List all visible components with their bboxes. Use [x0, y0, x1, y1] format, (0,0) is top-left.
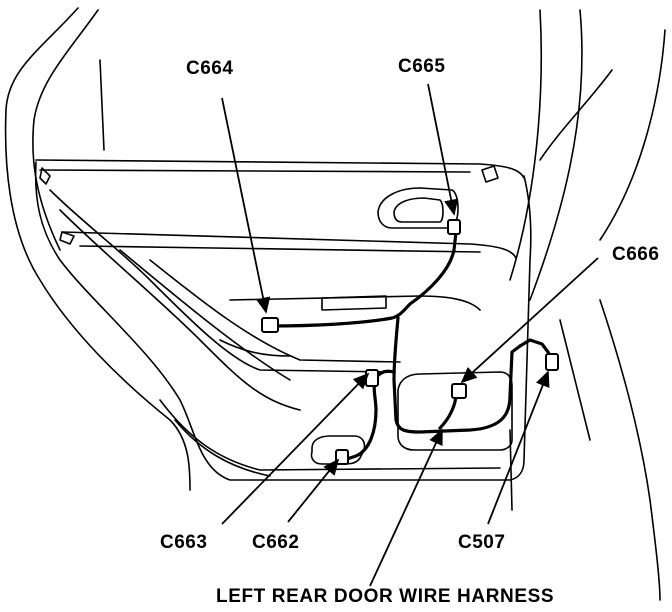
- leader-c663: [221, 372, 370, 525]
- label-c666: C666: [612, 244, 660, 265]
- label-c663: C663: [160, 532, 208, 553]
- leader-c665: [427, 83, 459, 216]
- connector-c662: [335, 449, 349, 465]
- connector-c666: [451, 383, 467, 399]
- connectors: [261, 219, 559, 465]
- leader-harness: [369, 428, 443, 587]
- connector-c507: [545, 353, 559, 371]
- leader-c666: [460, 257, 599, 384]
- label-c665: C665: [398, 56, 446, 77]
- diagram-caption: LEFT REAR DOOR WIRE HARNESS: [216, 586, 555, 607]
- connector-c665: [447, 219, 461, 235]
- label-c664: C664: [186, 58, 234, 79]
- connector-c663: [365, 369, 379, 387]
- connector-c664: [261, 317, 279, 333]
- leader-arrows: [221, 83, 599, 587]
- wire-harness: [268, 230, 554, 462]
- door-panel-outline: [4, 7, 666, 601]
- leader-c664: [221, 97, 271, 314]
- label-c662: C662: [252, 532, 300, 553]
- label-c507: C507: [458, 532, 506, 553]
- leader-c662: [287, 458, 340, 523]
- leader-c507: [487, 370, 550, 525]
